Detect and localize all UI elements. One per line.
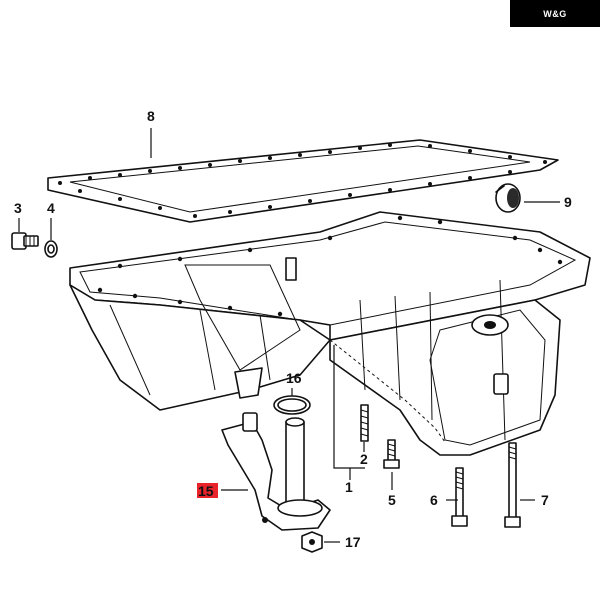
callout-8: 8 <box>147 108 155 124</box>
callout-7: 7 <box>541 492 549 508</box>
callout-9: 9 <box>564 194 572 210</box>
callout-15-highlight <box>197 483 218 498</box>
callout-2: 2 <box>360 451 368 467</box>
nut-part[interactable] <box>301 531 323 553</box>
callout-3: 3 <box>14 200 22 216</box>
seal-ring-part[interactable] <box>44 240 58 258</box>
drain-plug-part[interactable] <box>11 232 39 250</box>
bolt-5-part[interactable] <box>383 439 400 469</box>
brand-watermark: W&G <box>510 0 600 27</box>
callout-1: 1 <box>345 479 353 495</box>
bolt-6-part[interactable] <box>451 467 468 527</box>
stud-bolt-part[interactable] <box>360 404 369 442</box>
callout-15: 15 <box>198 483 214 499</box>
bolt-7-part[interactable] <box>504 442 521 528</box>
gasket-part[interactable] <box>47 139 559 223</box>
leader-lines <box>18 128 560 543</box>
watermark-text: W&G <box>543 8 567 19</box>
callout-17: 17 <box>345 534 361 550</box>
callout-16: 16 <box>286 370 302 386</box>
callout-6: 6 <box>430 492 438 508</box>
o-ring-part[interactable] <box>273 395 311 415</box>
oil-pan-part[interactable] <box>69 211 591 456</box>
plug-part[interactable] <box>495 183 521 213</box>
callout-4: 4 <box>47 200 55 216</box>
callout-5: 5 <box>388 492 396 508</box>
oil-pickup-part[interactable] <box>221 412 331 531</box>
